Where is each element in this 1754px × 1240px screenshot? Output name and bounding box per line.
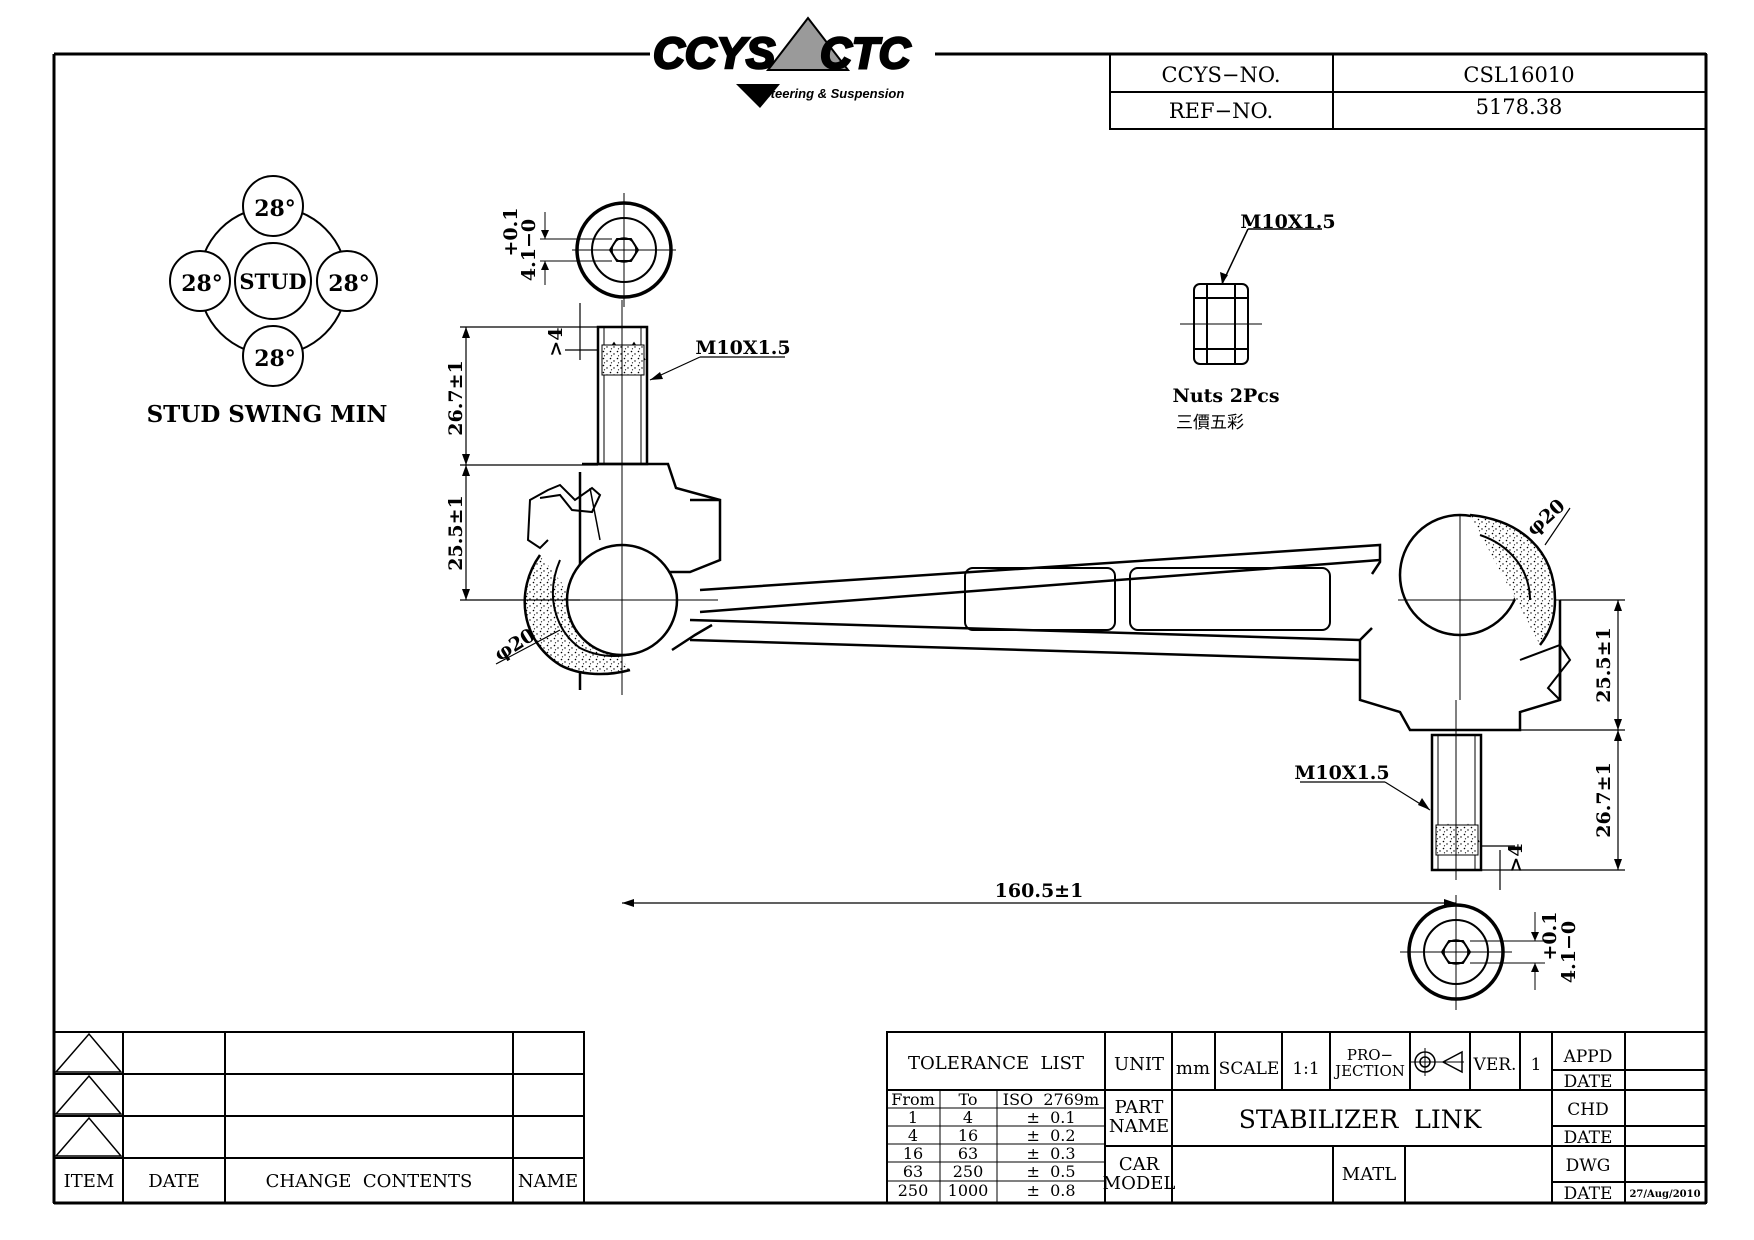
tol-cell: ± 0.8 <box>1026 1181 1075 1200</box>
rev-header-change: CHANGE CONTENTS <box>266 1171 473 1192</box>
swing-angle-top: 28° <box>254 196 296 222</box>
ball-dia-right: φ20 <box>1522 495 1569 541</box>
scale-label: SCALE <box>1219 1059 1280 1079</box>
appd-label: APPD <box>1563 1047 1613 1067</box>
dwg-date-label: DATE <box>1564 1184 1613 1204</box>
tol-cell: 250 <box>898 1181 929 1200</box>
hex-tol-plus-right: +0.1 <box>1539 912 1561 961</box>
scale-value: 1:1 <box>1292 1059 1319 1079</box>
swing-angle-left: 28° <box>181 271 223 297</box>
tol-cell: 63 <box>958 1144 978 1163</box>
part-name: STABILIZER LINK <box>1239 1105 1483 1134</box>
nut-caption: Nuts 2Pcs <box>1172 385 1279 407</box>
unit-label: UNIT <box>1114 1054 1164 1075</box>
chd-date-label: DATE <box>1564 1128 1613 1148</box>
swing-caption: STUD SWING MIN <box>147 401 388 428</box>
ver-value: 1 <box>1531 1055 1542 1075</box>
ver-label: VER. <box>1473 1055 1517 1075</box>
logo-left: CCYS <box>653 29 775 78</box>
ref-no-value: 5178.38 <box>1476 95 1563 119</box>
rev-header-name: NAME <box>518 1171 578 1192</box>
tolerance-rows: 1 4 ± 0.1 4 16 ± 0.2 16 63 ± 0.3 63 250 … <box>898 1108 1076 1200</box>
thread-len-left: 26.7±1 <box>445 360 467 435</box>
dwg-label: DWG <box>1566 1156 1611 1176</box>
tol-cell: 16 <box>958 1126 978 1145</box>
dwg-date-value: 27/Aug/2010 <box>1629 1189 1700 1200</box>
tol-cell: 63 <box>903 1162 923 1181</box>
car-model-label-2: MODEL <box>1103 1173 1176 1194</box>
nut-drawing <box>1180 228 1322 365</box>
swing-center: STUD <box>239 269 306 294</box>
thread-label-right: M10X1.5 <box>1294 762 1389 784</box>
car-model-label-1: CAR <box>1119 1154 1160 1175</box>
ccys-no-value: CSL16010 <box>1463 63 1574 87</box>
thread-min-right: >4 <box>1505 843 1527 872</box>
top-view-left <box>540 193 676 307</box>
tol-header-iso: ISO 2769m <box>1003 1090 1099 1109</box>
tol-cell: 1000 <box>948 1181 989 1200</box>
logo-tagline: Steering & Suspension <box>762 86 904 101</box>
rev-header-date: DATE <box>148 1171 200 1192</box>
stud-swing-diagram <box>169 175 378 387</box>
tol-cell: ± 0.2 <box>1026 1126 1075 1145</box>
tol-header-to: To <box>958 1090 977 1109</box>
appd-date-label: DATE <box>1564 1072 1613 1092</box>
ball-h-left: 25.5±1 <box>445 495 467 570</box>
ball-h-right: 25.5±1 <box>1593 627 1615 702</box>
tol-cell: 4 <box>908 1126 918 1145</box>
projection-label-2: JECTION <box>1333 1062 1405 1080</box>
swing-angle-right: 28° <box>328 271 370 297</box>
tol-cell: 16 <box>903 1144 923 1163</box>
revision-table <box>53 1031 585 1204</box>
title-block <box>886 1031 1707 1204</box>
hex-tol-plus-left: +0.1 <box>500 208 522 257</box>
part-name-label-1: PART <box>1115 1097 1164 1118</box>
chd-label: CHD <box>1567 1100 1608 1120</box>
nut-thread: M10X1.5 <box>1240 211 1335 233</box>
part-name-label-2: NAME <box>1109 1116 1169 1137</box>
arrowheads <box>462 327 1622 907</box>
overall-length: 160.5±1 <box>995 880 1084 902</box>
thread-len-right: 26.7±1 <box>1593 762 1615 837</box>
tol-cell: ± 0.3 <box>1026 1144 1075 1163</box>
thread-label-left: M10X1.5 <box>695 337 790 359</box>
ccys-no-label: CCYS−NO. <box>1161 63 1280 87</box>
tol-cell: ± 0.1 <box>1026 1108 1075 1127</box>
tolerance-title: TOLERANCE LIST <box>908 1053 1084 1074</box>
company-logo: CCYS CTC Steering & Suspension <box>652 16 913 108</box>
projection-label-1: PRO− <box>1347 1046 1393 1064</box>
matl-label: MATL <box>1342 1164 1396 1185</box>
hex-tol-left: 4.1−0 <box>518 219 540 281</box>
unit-value: mm <box>1176 1058 1210 1079</box>
hex-tol-right: 4.1−0 <box>1558 921 1580 983</box>
ref-no-label: REF−NO. <box>1169 99 1273 123</box>
thread-min-left: >4 <box>545 327 567 356</box>
nut-note: 三價五彩 <box>1176 413 1244 432</box>
tol-header-from: From <box>891 1090 935 1109</box>
top-view-right <box>1400 895 1545 1010</box>
stabilizer-link <box>523 300 1620 880</box>
tol-cell: 1 <box>908 1108 918 1127</box>
rev-header-item: ITEM <box>64 1171 115 1192</box>
tol-cell: ± 0.5 <box>1026 1162 1075 1181</box>
tol-cell: 4 <box>963 1108 973 1127</box>
swing-angle-bottom: 28° <box>254 346 296 372</box>
header-table: CCYS−NO. CSL16010 REF−NO. 5178.38 <box>1109 53 1707 130</box>
tol-cell: 250 <box>953 1162 984 1181</box>
logo-right: CTC <box>820 29 912 78</box>
